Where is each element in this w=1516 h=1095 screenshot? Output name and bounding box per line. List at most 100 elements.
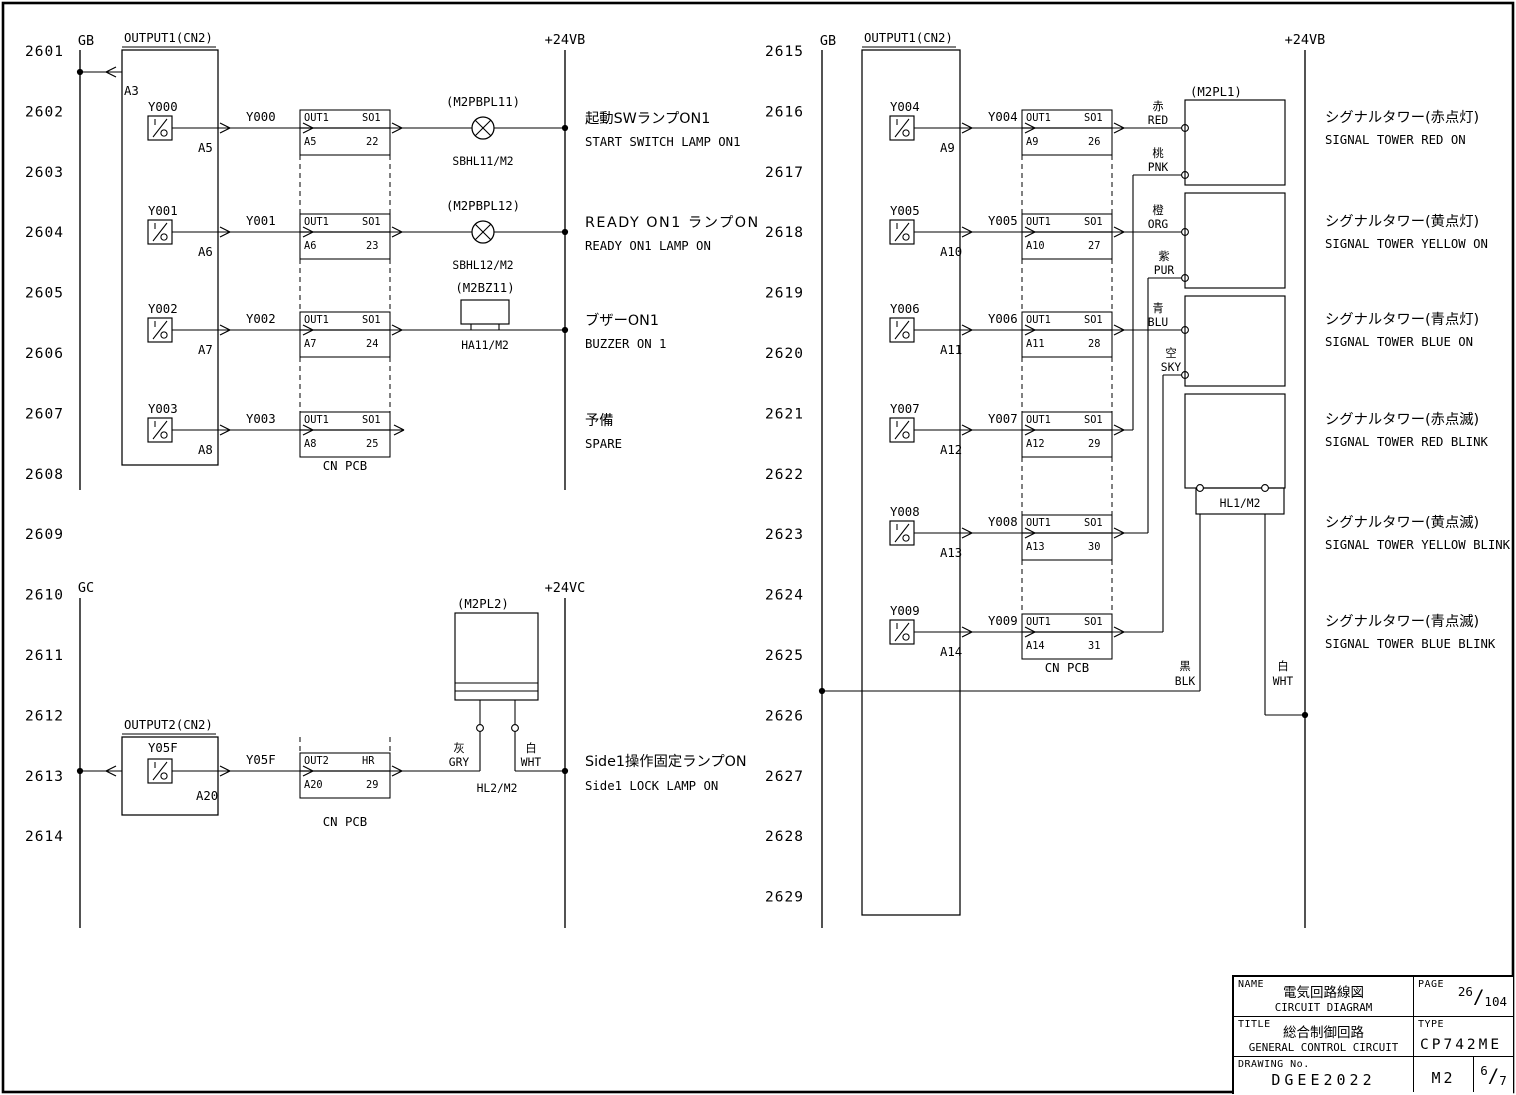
cn-connector-cell (1021, 213, 1113, 260)
line-number: 2623 (765, 527, 804, 543)
lamp-icon (474, 223, 492, 241)
arrowhead-icon (961, 329, 973, 336)
circuit-title-ja: 総合制御回路 (1283, 1025, 1364, 1041)
wire-color-ja: 白 (1277, 659, 1288, 673)
conn-pin-id: A10 (1026, 240, 1045, 252)
conn-pin-name: OUT1 (1026, 517, 1051, 529)
pin-label: A8 (198, 443, 213, 457)
device-name: HL1/M2 (1220, 497, 1261, 510)
desc-en: SIGNAL TOWER YELLOW BLINK (1325, 538, 1511, 552)
conn-pin-name: OUT1 (304, 112, 329, 124)
arrowhead-icon (1024, 626, 1036, 633)
io-output-icon (160, 431, 168, 439)
arrowhead-icon (219, 226, 231, 233)
conn-pin-id: 29 (366, 779, 378, 791)
arrowhead-icon (961, 532, 973, 539)
cn-connector-cell (1021, 411, 1113, 458)
arrowhead-icon (105, 71, 117, 78)
arrowhead-icon (302, 231, 314, 238)
io-output-icon (152, 222, 168, 242)
arrowhead-icon (302, 770, 314, 777)
desc-ja: シグナルタワー(黄点滅) (1325, 514, 1479, 531)
conn-pin-id: A11 (1026, 338, 1045, 350)
output-label: Y004 (988, 110, 1018, 124)
arrowhead-icon (219, 324, 231, 331)
arrowhead-icon (391, 329, 403, 336)
desc-ja: ブザーON1 (585, 311, 659, 329)
arrowhead-icon (1024, 532, 1036, 539)
arrowhead-icon (302, 226, 314, 233)
arrowhead-icon (105, 66, 117, 73)
conn-pin-name: SO1 (1084, 314, 1103, 326)
arrowhead-icon (393, 429, 405, 436)
desc-en: SIGNAL TOWER BLUE ON (1325, 335, 1473, 349)
arrowhead-icon (1113, 127, 1125, 134)
desc-en: SIGNAL TOWER BLUE BLINK (1325, 637, 1496, 651)
terminal-circle (476, 724, 484, 732)
conn-pin-name: OUT1 (1026, 112, 1051, 124)
arrowhead-icon (1024, 329, 1036, 336)
pin-label: A11 (940, 343, 962, 357)
arrowhead-icon (219, 231, 231, 238)
bus-label: GC (78, 580, 94, 596)
wire-color-ja: 黒 (1179, 660, 1190, 673)
arrowhead-icon (1113, 324, 1125, 331)
io-output-icon (894, 320, 910, 340)
conn-pin-id: A8 (304, 438, 316, 450)
arrowhead-icon (1113, 424, 1125, 431)
device-ref: (M2BZ11) (455, 281, 514, 295)
page-number: 26 (1457, 984, 1473, 999)
conn-pin-id: A9 (1026, 136, 1038, 148)
arrowhead-icon (219, 429, 231, 436)
desc-en: SIGNAL TOWER RED ON (1325, 133, 1466, 147)
pin-label: A14 (940, 645, 962, 659)
title-block: NAME 電気回路線図 CIRCUIT DIAGRAM PAGE 26/104 … (1232, 975, 1513, 1094)
cn-pcb-label: CN PCB (1045, 661, 1089, 675)
wire-color-ja: 赤 (1152, 100, 1163, 113)
terminal-circle (1196, 484, 1204, 492)
cn-connector-cell (299, 109, 391, 156)
output-label: Y008 (988, 515, 1018, 529)
cn-connector-cell (299, 752, 391, 799)
io-output-icon (902, 331, 910, 339)
line-number: 2607 (25, 406, 64, 422)
io-output-icon (152, 420, 168, 440)
device-name: HA11/M2 (461, 339, 509, 352)
pin-label: A12 (940, 443, 962, 457)
cn-connector-cell (1021, 514, 1113, 561)
io-output-icon (902, 129, 910, 137)
cn-connector-cell (1021, 109, 1113, 156)
conn-pin-name: OUT1 (1026, 216, 1051, 228)
arrowhead-icon (961, 127, 973, 134)
line-number: 2612 (25, 708, 64, 724)
fraction-slash-icon: / (1472, 986, 1485, 1008)
type-value: CP742ME (1420, 1037, 1503, 1053)
arrowhead-icon (1113, 532, 1125, 539)
arrowhead-icon (391, 226, 403, 233)
desc-ja: 起動SWランプON1 (585, 110, 710, 127)
arrowhead-icon (961, 231, 973, 238)
line-number: 2601 (25, 44, 64, 60)
arrowhead-icon (1024, 424, 1036, 431)
drawing-name-ja: 電気回路線図 (1283, 985, 1364, 1001)
arrowhead-icon (961, 226, 973, 233)
conn-pin-name: OUT2 (304, 755, 329, 767)
output-label: Y006 (988, 312, 1018, 326)
wire-color-ja: 白 (525, 741, 536, 755)
wire-color-ja: 灰 (453, 741, 464, 755)
junction-dot (1301, 711, 1309, 719)
output-label: Y006 (890, 302, 920, 316)
device-name: SBHL12/M2 (452, 259, 513, 272)
page-fraction: 26/104 (1458, 984, 1507, 1009)
desc-ja: シグナルタワー(黄点灯) (1325, 213, 1479, 230)
pin-label: A9 (940, 141, 955, 155)
output2-block (121, 736, 219, 816)
conn-pin-name: OUT1 (1026, 314, 1051, 326)
conn-pin-name: OUT1 (304, 314, 329, 326)
conn-pin-name: SO1 (1084, 414, 1103, 426)
junction-dot (561, 326, 569, 334)
sheet-number: 6 (1480, 1063, 1488, 1078)
lamp-icon (474, 119, 492, 137)
line-number: 2602 (25, 104, 64, 120)
io-output-icon (902, 431, 910, 439)
